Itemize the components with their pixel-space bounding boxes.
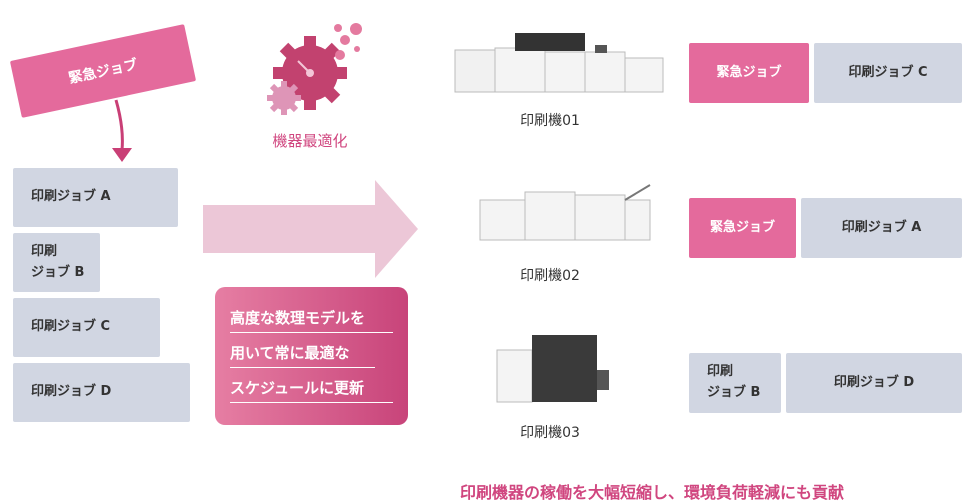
optimization-label: 機器最適化 (272, 132, 348, 150)
description-line: 用いて常に最適な (230, 342, 375, 368)
printer-02-job-urgent: 緊急ジョブ (689, 198, 796, 258)
job-label: 印刷ジョブ C (31, 319, 111, 335)
footer-text: 印刷機器の稼働を大幅短縮し、環境負荷軽減にも貢献 (460, 483, 845, 502)
job-label: 印刷 ジョブ B (31, 243, 85, 280)
description-line: 高度な数理モデルを (230, 307, 393, 333)
flow-arrow-icon (203, 180, 418, 278)
printer-02-job-a: 印刷ジョブ A (801, 198, 962, 258)
description-box: 高度な数理モデルを 用いて常に最適な スケジュールに更新 (215, 287, 408, 425)
printer-02-label: 印刷機02 (520, 268, 580, 284)
printer-03-image (496, 335, 609, 403)
insert-arrow-icon (112, 99, 132, 162)
printer-01-image (454, 33, 664, 93)
queue-job-b: 印刷 ジョブ B (13, 233, 100, 292)
queue-job-d: 印刷ジョブ D (13, 363, 190, 422)
printer-03-job-d: 印刷ジョブ D (786, 353, 962, 413)
printer-02-image (479, 184, 651, 241)
printer-01-job-c: 印刷ジョブ C (814, 43, 962, 103)
queue-job-a: 印刷ジョブ A (13, 168, 178, 227)
printer-03-label: 印刷機03 (520, 425, 580, 441)
urgent-job-label: 緊急ジョブ (67, 56, 140, 88)
queue-job-c: 印刷ジョブ C (13, 298, 160, 357)
gear-icon (267, 23, 362, 115)
printer-01-label: 印刷機01 (520, 113, 580, 129)
printer-03-job-b: 印刷 ジョブ B (689, 353, 781, 413)
job-label: 印刷ジョブ A (31, 189, 111, 205)
printer-01-job-urgent: 緊急ジョブ (689, 43, 809, 103)
description-line: スケジュールに更新 (230, 377, 393, 403)
job-label: 印刷ジョブ D (31, 384, 112, 400)
